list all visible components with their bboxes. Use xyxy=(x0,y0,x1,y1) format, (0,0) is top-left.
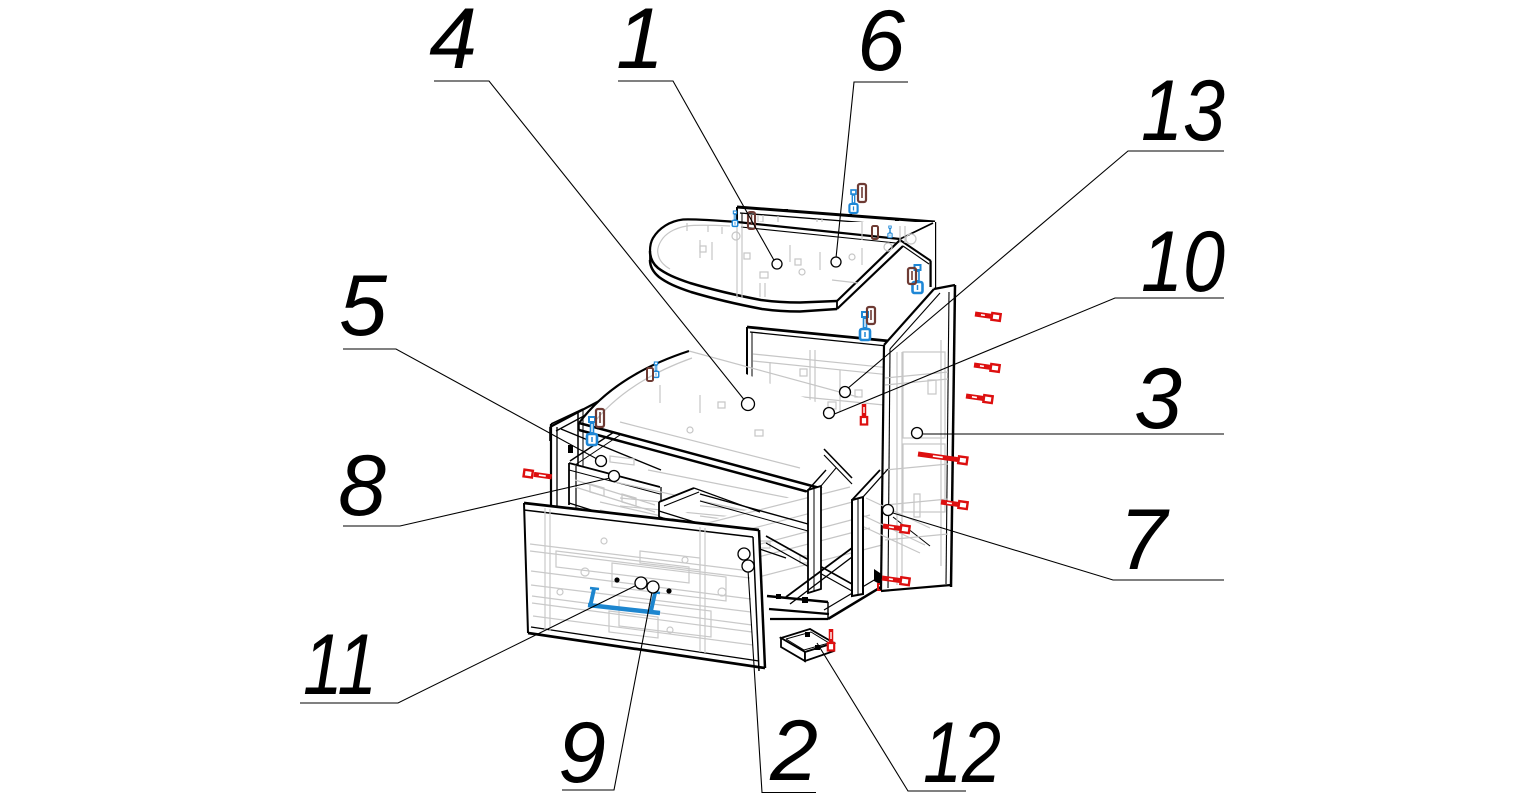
svg-text:12: 12 xyxy=(923,705,1001,801)
svg-text:13: 13 xyxy=(1141,63,1225,159)
svg-text:6: 6 xyxy=(857,0,905,89)
svg-text:11: 11 xyxy=(303,617,377,713)
svg-text:10: 10 xyxy=(1141,214,1225,310)
svg-text:4: 4 xyxy=(429,0,477,87)
svg-text:3: 3 xyxy=(1134,351,1182,447)
svg-text:5: 5 xyxy=(339,258,388,354)
svg-text:1: 1 xyxy=(616,0,664,87)
svg-text:7: 7 xyxy=(1119,492,1170,588)
svg-text:8: 8 xyxy=(338,438,386,534)
svg-text:2: 2 xyxy=(769,703,818,799)
svg-text:9: 9 xyxy=(558,705,606,801)
